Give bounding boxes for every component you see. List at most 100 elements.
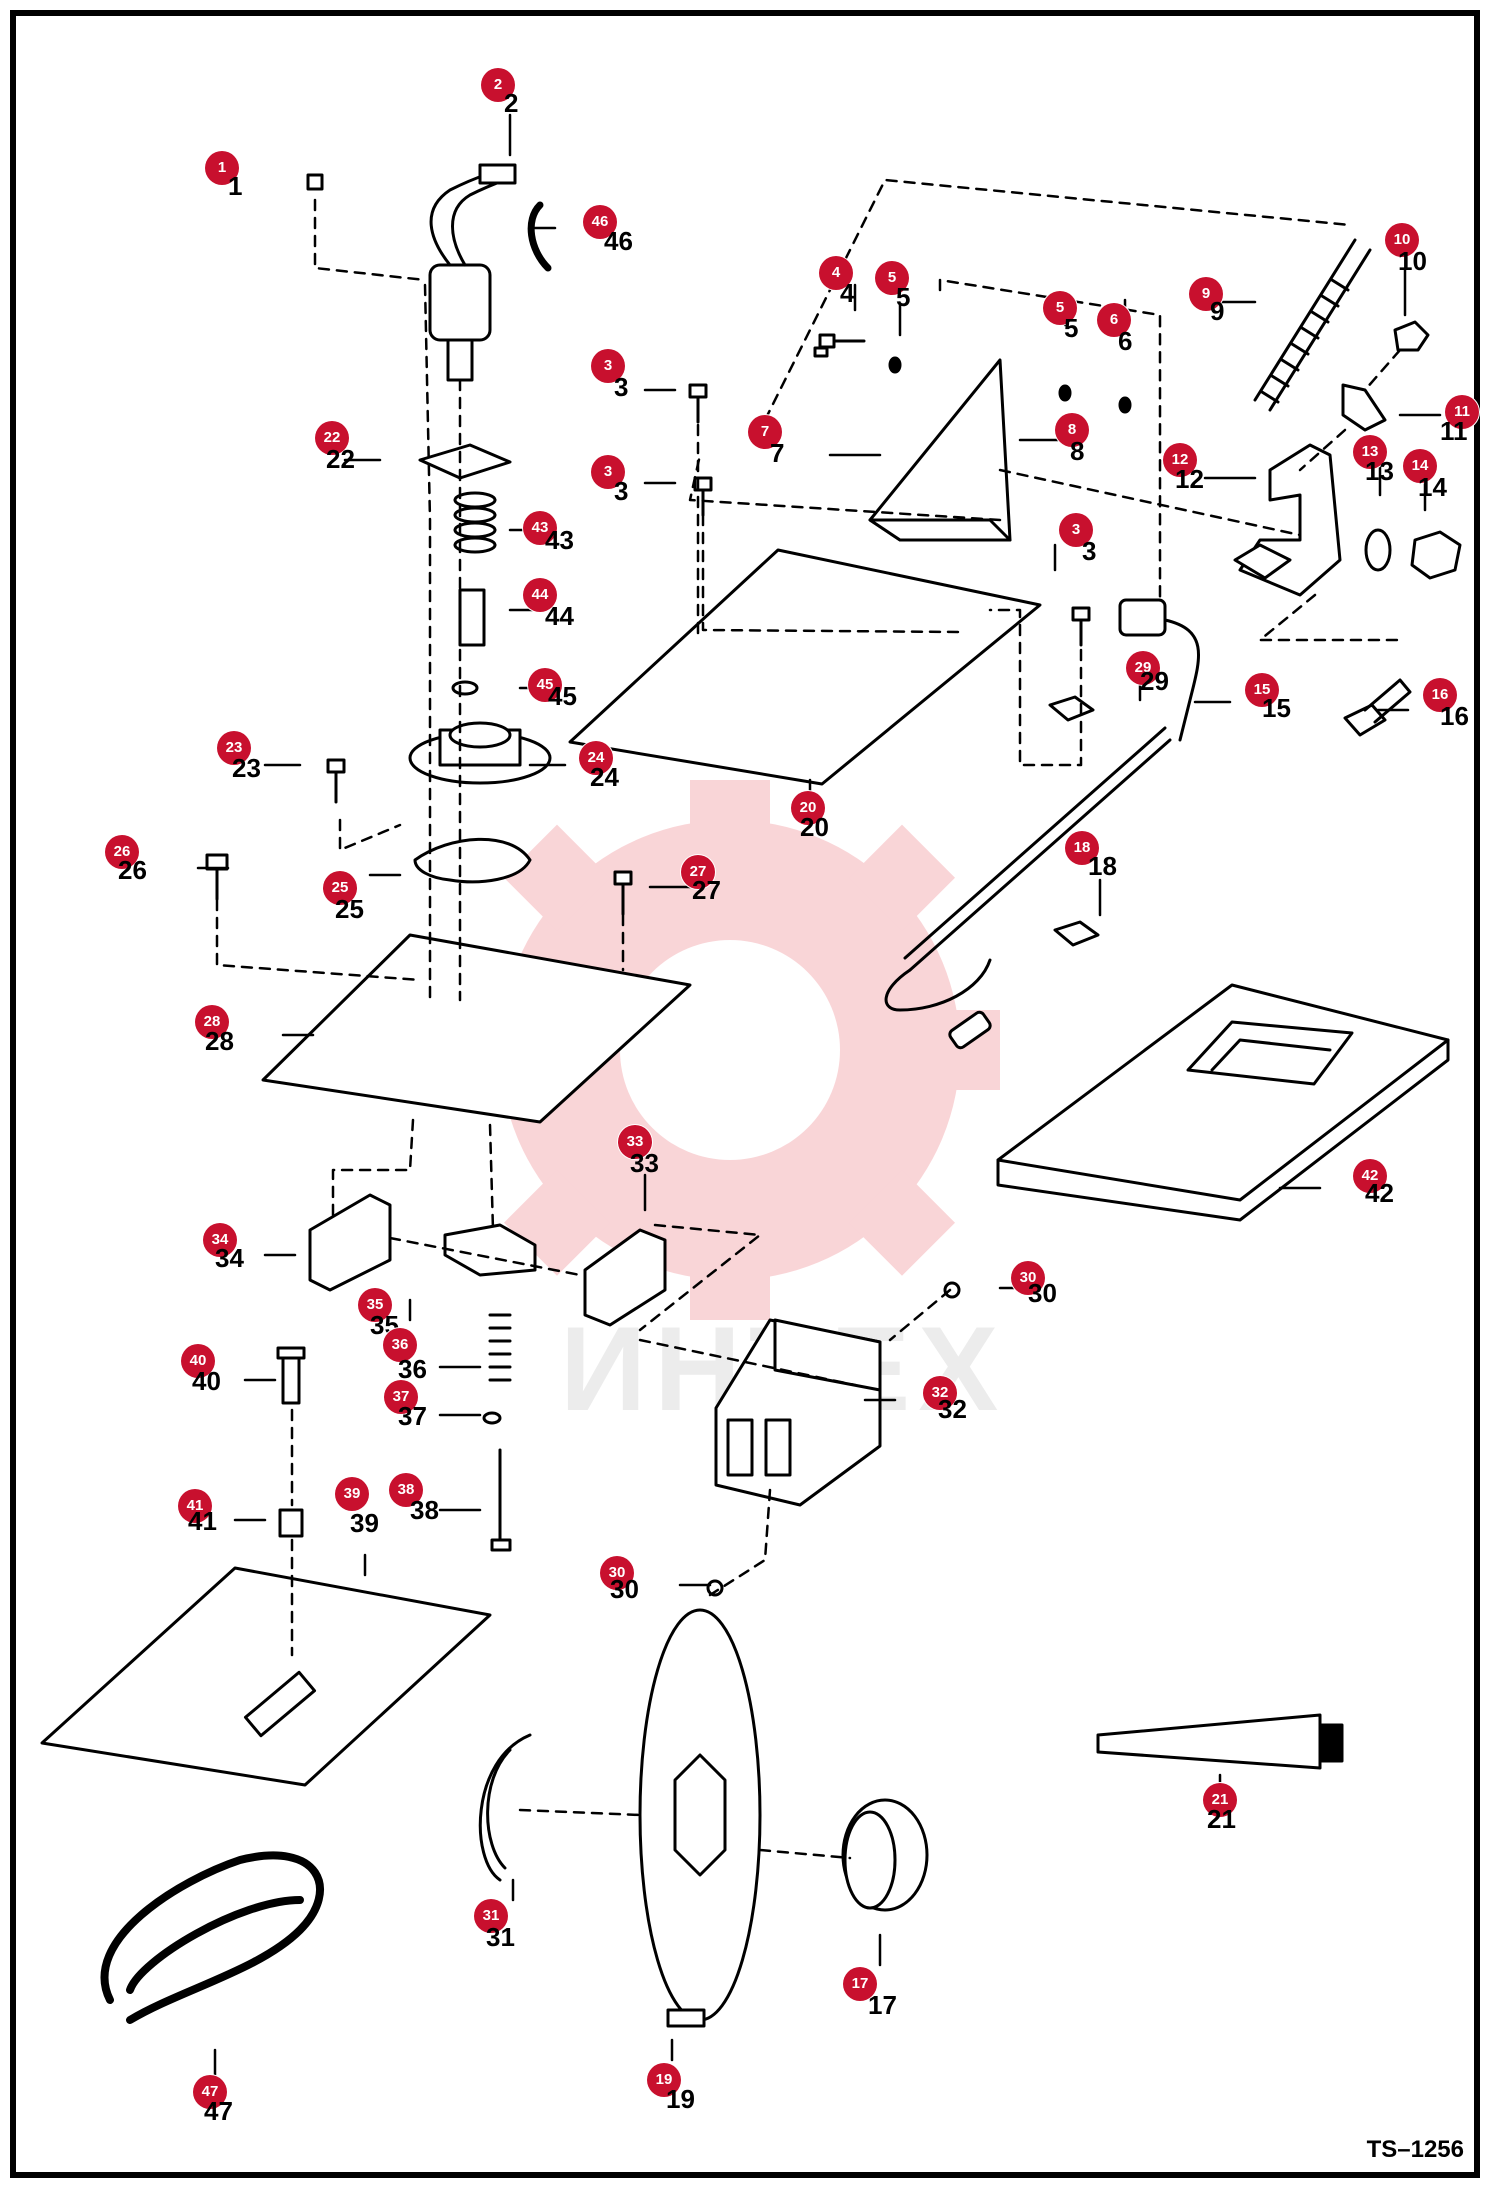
callout-badge-10: 10 bbox=[1385, 223, 1419, 257]
spring-9 bbox=[1253, 238, 1372, 412]
part-number-4: 4 bbox=[840, 278, 855, 308]
part-number-37: 37 bbox=[398, 1401, 427, 1431]
part-number-12: 12 bbox=[1175, 464, 1204, 494]
callout-badge-27: 27 bbox=[681, 855, 715, 889]
callout-badge-15: 15 bbox=[1245, 673, 1279, 707]
part-number-16: 16 bbox=[1440, 701, 1469, 731]
callout-badge-1: 1 bbox=[205, 151, 239, 185]
part-number-28: 28 bbox=[205, 1026, 234, 1056]
part-number-26: 26 bbox=[118, 855, 147, 885]
nut-17 bbox=[841, 1798, 929, 1912]
part-number-25: 25 bbox=[335, 894, 364, 924]
part-number-46: 46 bbox=[604, 226, 633, 256]
callout-badge-12: 12 bbox=[1163, 443, 1197, 477]
hose-47 bbox=[100, 1851, 324, 2024]
housing-24 bbox=[408, 721, 552, 785]
callout-badge-30: 30 bbox=[600, 1556, 634, 1590]
callout-badge-36: 36 bbox=[383, 1328, 417, 1362]
part-number-9: 9 bbox=[1210, 296, 1225, 326]
callout-badge-4: 4 bbox=[819, 256, 853, 290]
callout-badge-3: 3 bbox=[591, 349, 625, 383]
callout-badge-44: 44 bbox=[523, 578, 557, 612]
clip-11 bbox=[1341, 383, 1387, 432]
callout-badge-40: 40 bbox=[181, 1344, 215, 1378]
part-number-19: 19 bbox=[666, 2084, 695, 2114]
part-number-17: 17 bbox=[868, 1990, 897, 2020]
callout-badge-26: 26 bbox=[105, 835, 139, 869]
callout-badge-37: 37 bbox=[384, 1380, 418, 1414]
part-number-30: 30 bbox=[1028, 1278, 1057, 1308]
callout-badge-17: 17 bbox=[843, 1967, 877, 2001]
part-number-34: 34 bbox=[215, 1243, 244, 1273]
part-number-20: 20 bbox=[800, 812, 829, 842]
callout-badge-11: 11 bbox=[1445, 395, 1479, 429]
callout-badge-39: 39 bbox=[335, 1477, 369, 1511]
part-number-10: 10 bbox=[1398, 246, 1427, 276]
part-number-14: 14 bbox=[1418, 472, 1447, 502]
small-bolts bbox=[205, 173, 1132, 1597]
part-number-3: 3 bbox=[614, 372, 629, 402]
pin-40 bbox=[276, 1346, 306, 1405]
part-number-36: 36 bbox=[398, 1354, 427, 1384]
callout-badge-8: 8 bbox=[1055, 413, 1089, 447]
plate-28 bbox=[261, 933, 692, 1124]
callout-badge-7: 7 bbox=[748, 415, 782, 449]
connector bbox=[948, 1010, 992, 1050]
cover-42 bbox=[996, 983, 1450, 1222]
nut-10 bbox=[1393, 320, 1430, 352]
part-number-1: 1 bbox=[228, 171, 243, 201]
part-number-31: 31 bbox=[486, 1922, 515, 1952]
part-number-2: 2 bbox=[504, 88, 519, 118]
gasket-25 bbox=[413, 837, 532, 884]
part-number-11: 11 bbox=[1440, 416, 1468, 446]
plate-20 bbox=[568, 548, 1042, 786]
callout-badge-5: 5 bbox=[1043, 291, 1077, 325]
spring-36 bbox=[488, 1313, 512, 1382]
callout-badge-32: 32 bbox=[923, 1376, 957, 1410]
plunger-44 bbox=[458, 588, 486, 647]
callout-badge-20: 20 bbox=[791, 791, 825, 825]
part-number-43: 43 bbox=[545, 525, 574, 555]
callout-badge-30: 30 bbox=[1011, 1261, 1045, 1295]
callout-badge-31: 31 bbox=[474, 1899, 508, 1933]
solenoid-assembly bbox=[428, 163, 517, 382]
callout-badge-3: 3 bbox=[591, 455, 625, 489]
watermark-gear-icon bbox=[460, 780, 1000, 1320]
callout-badge-38: 38 bbox=[389, 1473, 423, 1507]
document-code: TS–1256 bbox=[1366, 2136, 1464, 2163]
callout-badge-35: 35 bbox=[358, 1288, 392, 1322]
callout-badge-41: 41 bbox=[178, 1489, 212, 1523]
part-number-47: 47 bbox=[204, 2096, 233, 2126]
part-number-32: 32 bbox=[938, 1394, 967, 1424]
callout-badge-9: 9 bbox=[1189, 277, 1223, 311]
callout-badge-21: 21 bbox=[1203, 1783, 1237, 1817]
part-number-24: 24 bbox=[590, 762, 619, 792]
callout-badge-33: 33 bbox=[618, 1125, 652, 1159]
part-number-41: 41 bbox=[188, 1506, 217, 1536]
part-number-40: 40 bbox=[192, 1366, 221, 1396]
lever-12 bbox=[1233, 443, 1342, 597]
callout-badge-22: 22 bbox=[315, 421, 349, 455]
part-number-33: 33 bbox=[630, 1148, 659, 1178]
callout-badge-25: 25 bbox=[323, 871, 357, 905]
part-number-39: 39 bbox=[350, 1508, 379, 1538]
callout-badge-19: 19 bbox=[647, 2063, 681, 2097]
bolt-16 bbox=[1343, 678, 1412, 737]
bolt-38 bbox=[490, 1448, 512, 1552]
callout-badge-13: 13 bbox=[1353, 435, 1387, 469]
callout-badge-29: 29 bbox=[1126, 651, 1160, 685]
bracket-8 bbox=[868, 358, 1012, 542]
clamp-29 bbox=[1048, 695, 1095, 722]
part-number-7: 7 bbox=[770, 438, 785, 468]
nut-14 bbox=[1410, 530, 1462, 580]
diagram-frame bbox=[10, 10, 1480, 2178]
callout-badge-46: 46 bbox=[583, 205, 617, 239]
switch-29 bbox=[884, 598, 1200, 1012]
gasket-22 bbox=[418, 443, 512, 480]
part-number-6: 6 bbox=[1118, 326, 1133, 356]
spring-43 bbox=[453, 491, 497, 554]
block-33 bbox=[583, 1228, 667, 1327]
callout-badge-28: 28 bbox=[195, 1005, 229, 1039]
callout-badge-14: 14 bbox=[1403, 449, 1437, 483]
